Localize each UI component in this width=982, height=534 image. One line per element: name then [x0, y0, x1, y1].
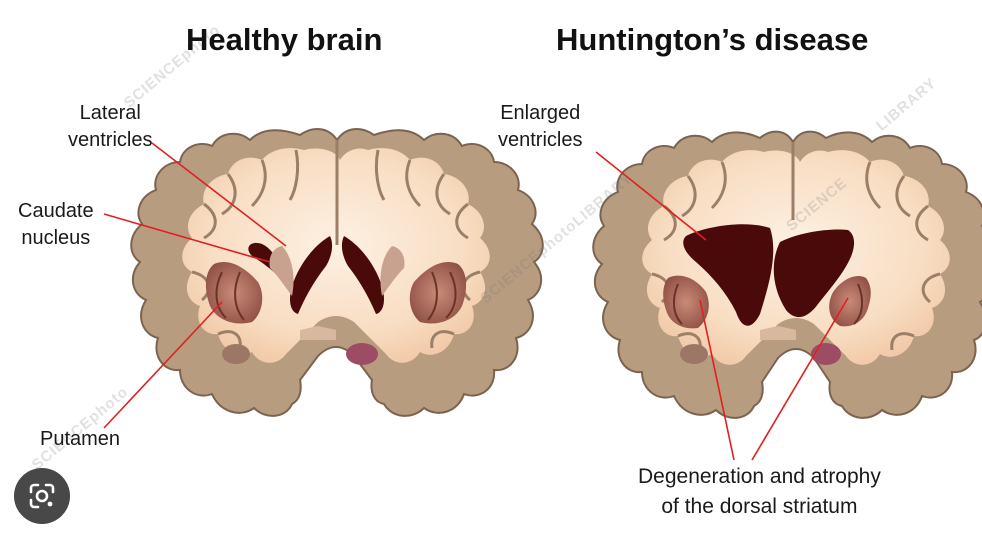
label-line: nucleus	[18, 225, 94, 252]
healthy-brain-section	[131, 129, 543, 416]
label-lateral-ventricles: Lateral ventricles	[68, 100, 152, 154]
label-line: ventricles	[498, 127, 582, 154]
label-line: Enlarged	[498, 100, 582, 127]
label-line: ventricles	[68, 127, 152, 154]
label-caudate-nucleus: Caudate nucleus	[18, 198, 94, 252]
label-line: Degeneration and atrophy	[638, 462, 881, 492]
label-line: Caudate	[18, 198, 94, 225]
huntington-brain-section	[593, 132, 982, 418]
healthy-brain-title: Healthy brain	[186, 22, 382, 58]
huntington-title: Huntington’s disease	[556, 22, 868, 58]
label-enlarged-ventricles: Enlarged ventricles	[498, 100, 582, 154]
label-line: Lateral	[68, 100, 152, 127]
google-lens-button[interactable]	[14, 468, 70, 524]
google-lens-icon	[27, 481, 57, 511]
label-line: of the dorsal striatum	[638, 492, 881, 522]
label-putamen: Putamen	[40, 426, 120, 453]
label-degeneration: Degeneration and atrophy of the dorsal s…	[638, 462, 881, 522]
